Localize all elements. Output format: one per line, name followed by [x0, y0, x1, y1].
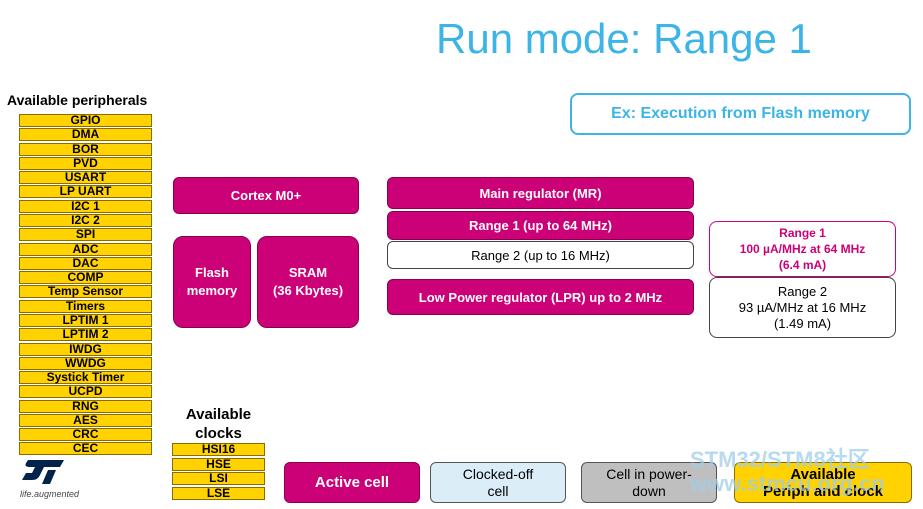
peripheral-item: Systick Timer — [19, 371, 152, 384]
peripheral-item: WWDG — [19, 356, 152, 370]
peripheral-item: Timers — [19, 299, 152, 313]
peripheral-item: USART — [19, 171, 152, 185]
flash-line2: memory — [186, 283, 238, 298]
peripheral-item: DMA — [19, 128, 152, 142]
legend-power-down-line2: down — [632, 482, 666, 499]
range2-title: Range 2 — [777, 283, 828, 299]
legend-available-cell: Available Periph and clock — [734, 462, 912, 503]
st-logo — [18, 458, 66, 488]
peripheral-item: PVD — [19, 156, 152, 170]
peripherals-heading: Available peripherals — [7, 92, 148, 108]
peripheral-item: SPI — [19, 228, 152, 242]
flash-line1: Flash — [195, 265, 229, 280]
peripheral-item: LPTIM 2 — [19, 328, 152, 342]
legend-power-down-cell: Cell in power- down — [581, 462, 717, 503]
example-box: Ex: Execution from Flash memory — [570, 93, 911, 135]
peripheral-item: AES — [19, 413, 152, 427]
clock-item: LSI — [172, 472, 265, 485]
peripheral-item: Temp Sensor — [19, 285, 152, 299]
peripheral-item: I2C 1 — [19, 199, 152, 213]
peripheral-item: COMP — [19, 271, 152, 285]
peripheral-item: UCPD — [19, 385, 152, 399]
range2-regulator-block: Range 2 (up to 16 MHz) — [387, 241, 694, 269]
peripheral-item: LPTIM 1 — [19, 313, 152, 327]
range2-consumption-box: Range 2 93 µA/MHz at 16 MHz (1.49 mA) — [709, 277, 896, 338]
legend-clocked-off-line2: cell — [487, 482, 509, 499]
main-regulator-block: Main regulator (MR) — [387, 177, 694, 209]
range1-rate: 100 µA/MHz at 64 MHz — [739, 242, 866, 256]
sram-line2: (36 Kbytes) — [272, 283, 344, 298]
legend-available-line2: Periph and clock — [762, 482, 884, 500]
range2-current: (1.49 mA) — [773, 315, 832, 331]
peripheral-item: RNG — [19, 399, 152, 413]
peripheral-item: CEC — [19, 442, 152, 456]
watermark-line2: www.stmcu.org.cn — [690, 471, 885, 496]
range2-rate: 93 µA/MHz at 16 MHz — [738, 299, 867, 315]
clock-item: LSE — [172, 486, 265, 500]
range1-title: Range 1 — [779, 226, 826, 240]
watermark: STM32/STM8社区 www.stmcu.org.cn — [690, 448, 885, 496]
peripheral-item: DAC — [19, 256, 152, 270]
peripheral-item: CRC — [19, 428, 152, 442]
peripheral-item: LP UART — [19, 185, 152, 199]
range1-current: (6.4 mA) — [778, 258, 827, 272]
legend-clocked-off-cell: Clocked-off cell — [430, 462, 566, 503]
peripheral-item: BOR — [19, 142, 152, 156]
clock-item: HSE — [172, 457, 265, 471]
legend-clocked-off-line1: Clocked-off — [462, 465, 534, 482]
cortex-m0-block: Cortex M0+ — [173, 177, 359, 214]
clocks-heading-line1: Available — [185, 406, 252, 423]
peripheral-item: I2C 2 — [19, 214, 152, 227]
legend-active-cell: Active cell — [284, 462, 420, 503]
watermark-line1: STM32/STM8社区 — [690, 447, 870, 472]
legend-power-down-line1: Cell in power- — [606, 465, 692, 482]
peripheral-item: IWDG — [19, 342, 152, 356]
clock-item: HSI16 — [172, 443, 265, 456]
st-logo-icon — [22, 460, 64, 484]
sram-line1: SRAM — [288, 265, 328, 280]
range1-consumption-box: Range 1 100 µA/MHz at 64 MHz (6.4 mA) — [709, 221, 896, 277]
range1-regulator-block: Range 1 (up to 64 MHz) — [387, 211, 694, 240]
page-title: Run mode: Range 1 — [436, 15, 812, 62]
legend-available-line1: Available — [790, 465, 856, 483]
st-logo-tagline: life.augmented — [20, 489, 80, 499]
peripheral-item: GPIO — [19, 114, 152, 127]
clocks-heading: Available clocks — [172, 405, 265, 443]
low-power-regulator-block: Low Power regulator (LPR) up to 2 MHz — [387, 279, 694, 315]
sram-block: SRAM (36 Kbytes) — [257, 236, 359, 328]
peripheral-item: ADC — [19, 242, 152, 256]
flash-memory-block: Flash memory — [173, 236, 251, 328]
clocks-heading-line2: clocks — [195, 425, 242, 442]
